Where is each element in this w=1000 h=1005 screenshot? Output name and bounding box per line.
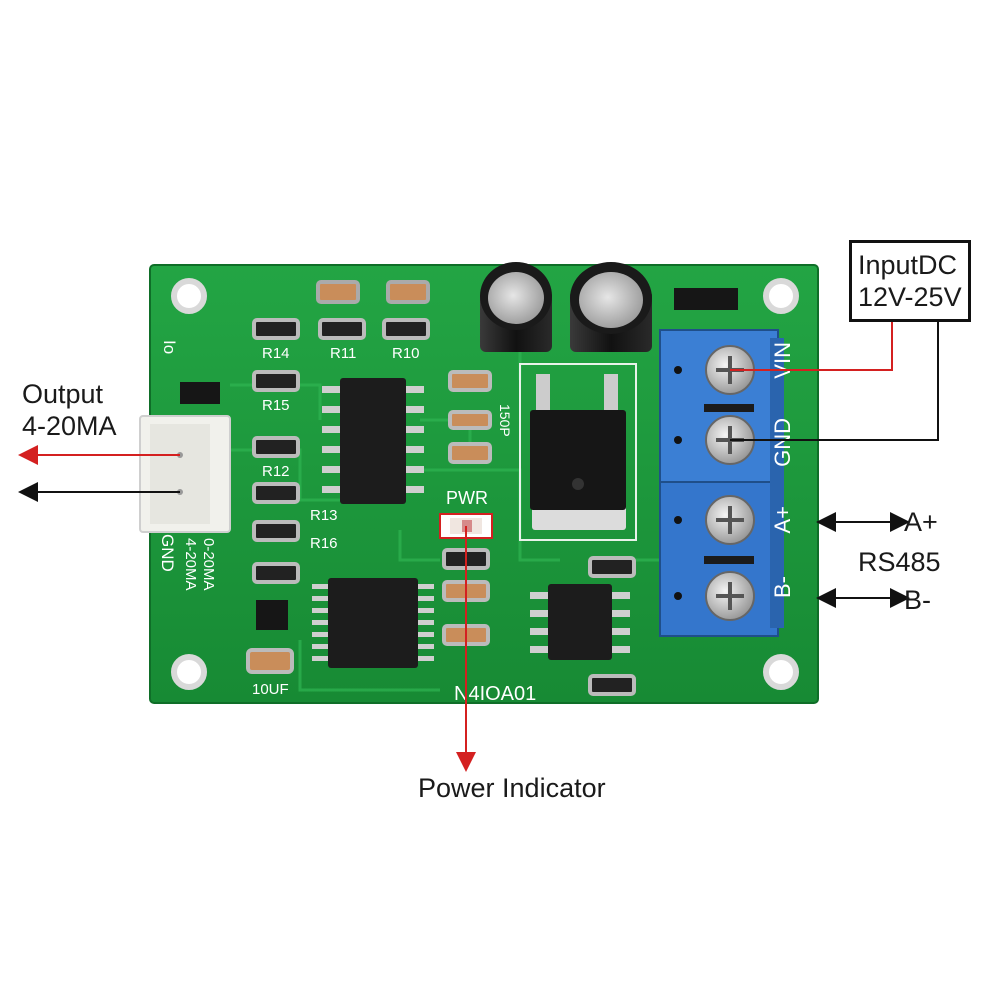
vin-line <box>730 316 893 371</box>
silk-model: N4IOA01 <box>454 683 536 705</box>
gnd-line <box>730 316 939 441</box>
a-plus-label: A+ <box>904 507 938 537</box>
rs485-label: RS485 <box>858 547 941 577</box>
output-label-line2: 4-20MA <box>22 411 117 441</box>
silk-terminal-gnd: GND <box>770 418 795 467</box>
output-label: Output 4-20MA <box>22 378 117 442</box>
silk-range-4-20: 4-20MA <box>182 538 199 591</box>
silk-r14: R14 <box>262 345 290 362</box>
input-dc-label: InputDC 12V-25V <box>849 240 971 322</box>
silk-gnd: GND <box>158 534 177 572</box>
silk-r16: R16 <box>310 535 338 552</box>
ic-chip-2 <box>312 578 434 668</box>
electrolytic-capacitor-2 <box>570 262 652 352</box>
silk-r11: R11 <box>330 345 356 362</box>
silk-range-0-20: 0-20MA <box>200 538 217 591</box>
transistors <box>180 288 738 630</box>
silk-r15: R15 <box>262 397 290 414</box>
silk-terminal-a: A+ <box>770 506 795 534</box>
terminal-block <box>659 329 784 637</box>
silk-10uf: 10UF <box>252 681 289 698</box>
callout-lines <box>18 316 939 772</box>
mounting-holes <box>171 278 799 690</box>
silk-r10: R10 <box>392 345 420 362</box>
silk-r12: R12 <box>262 463 290 480</box>
power-indicator-label: Power Indicator <box>418 773 606 803</box>
ic-chip-rs485 <box>530 584 630 660</box>
electrolytic-capacitor-1 <box>480 262 552 352</box>
silk-io: Io <box>160 340 179 354</box>
b-minus-label: B- <box>904 585 931 615</box>
silk-pwr: PWR <box>446 488 488 508</box>
output-connector <box>139 415 231 533</box>
silk-vin: VIN <box>770 342 795 379</box>
silk-terminal-b: B- <box>770 576 795 598</box>
output-label-line1: Output <box>22 379 104 409</box>
silk-r13: R13 <box>310 507 338 524</box>
silkscreen: R14 R11 R10 R15 R12 R13 R16 150P PWR 10U… <box>158 340 795 705</box>
silk-150p: 150P <box>497 404 513 437</box>
input-dc-line2: 12V-25V <box>858 282 962 312</box>
voltage-regulator <box>519 363 637 541</box>
input-dc-line1: InputDC <box>858 250 958 280</box>
ic-chip-1 <box>322 378 424 504</box>
